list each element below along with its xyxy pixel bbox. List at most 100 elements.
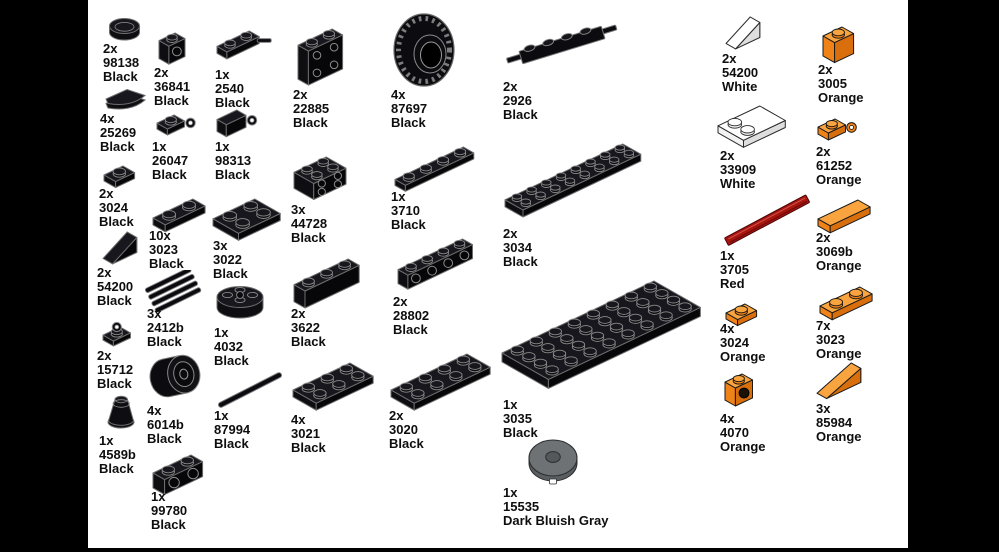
letterbox-bottom [0, 548, 999, 552]
part-color: Black [152, 167, 187, 182]
part-qty: 2x [816, 230, 831, 245]
part-color: Black [215, 95, 250, 110]
part-icon-28802-black [396, 230, 475, 295]
part-icon-87697-black [392, 12, 458, 88]
part-color: Orange [720, 349, 766, 364]
part-icon-3705-red [718, 193, 816, 247]
part-number: 3023 [149, 242, 178, 257]
part-number: 4070 [720, 425, 749, 440]
part-qty: 1x [214, 325, 229, 340]
part-icon-3622-black [292, 250, 361, 314]
part-qty: 1x [720, 248, 735, 263]
part-number: 3023 [816, 332, 845, 347]
part-qty: 1x [503, 397, 518, 412]
part-icon-15712-black [101, 318, 133, 352]
part-color: Black [103, 69, 138, 84]
part-color: Black [151, 517, 186, 532]
part-icon-3024-black [102, 157, 137, 194]
part-color: Black [291, 230, 326, 245]
part-qty: 2x [393, 294, 408, 309]
part-icon-3035-black [500, 272, 702, 394]
part-qty: 4x [720, 411, 735, 426]
part-qty: 2x [97, 265, 112, 280]
part-icon-3023-black [151, 190, 207, 238]
part-color: Black [291, 440, 326, 455]
part-icon-3005-orange [821, 18, 856, 69]
part-color: Orange [816, 172, 862, 187]
part-number: 61252 [816, 158, 853, 173]
part-number: 3024 [720, 335, 749, 350]
part-number: 28802 [393, 308, 430, 323]
part-number: 6014b [147, 417, 184, 432]
part-qty: 3x [213, 238, 228, 253]
part-icon-85984-orange [815, 361, 863, 403]
part-number: 99780 [151, 503, 188, 518]
part-icon-6014b-black [146, 352, 206, 402]
part-qty: 7x [816, 318, 831, 333]
part-number: 54200 [722, 65, 759, 80]
part-color: Orange [818, 90, 864, 105]
part-qty: 2x [816, 144, 831, 159]
part-color: Black [147, 431, 182, 446]
part-number: 98313 [215, 153, 252, 168]
part-qty: 2x [293, 87, 308, 102]
part-qty: 1x [215, 67, 230, 82]
part-number: 3021 [291, 426, 320, 441]
part-qty: 1x [391, 189, 406, 204]
part-color: Orange [816, 258, 862, 273]
part-icon-25269-black [100, 86, 150, 113]
part-qty: 4x [100, 111, 115, 126]
part-qty: 2x [97, 348, 112, 363]
part-icon-3020-black [389, 345, 492, 416]
part-number: 26047 [152, 153, 189, 168]
part-qty: 2x [503, 226, 518, 241]
part-color: Black [291, 334, 326, 349]
part-icon-61252-orange [816, 110, 860, 146]
part-icon-4032-black [214, 284, 268, 326]
part-number: 3022 [213, 252, 242, 267]
part-color: Black [293, 115, 328, 130]
part-qty: 3x [291, 202, 306, 217]
part-qty: 2x [154, 65, 169, 80]
part-number: 36841 [154, 79, 191, 94]
part-qty: 2x [722, 51, 737, 66]
part-number: 25269 [100, 125, 137, 140]
part-icon-2540-black [215, 22, 274, 65]
part-icon-33909-white [716, 97, 787, 153]
part-qty: 1x [99, 433, 114, 448]
part-icon-3024-orange [724, 295, 759, 332]
part-icon-4070-orange [723, 365, 755, 412]
part-color: Black [149, 256, 184, 271]
part-color: Black [214, 436, 249, 451]
part-qty: 2x [99, 186, 114, 201]
part-icon-3034-black [503, 135, 643, 223]
part-qty: 2x [818, 62, 833, 77]
part-qty: 10x [149, 228, 171, 243]
part-number: 2540 [215, 81, 244, 96]
letterbox-right [908, 0, 999, 552]
part-icon-2926-black [504, 12, 620, 78]
part-number: 3034 [503, 240, 532, 255]
part-number: 98138 [103, 55, 140, 70]
part-icon-3710-black [393, 138, 476, 197]
part-qty: 4x [391, 87, 406, 102]
part-icon-87994-black [210, 368, 290, 412]
part-number: 3035 [503, 411, 532, 426]
part-qty: 2x [389, 408, 404, 423]
part-number: 15712 [97, 362, 134, 377]
part-color: Orange [816, 346, 862, 361]
